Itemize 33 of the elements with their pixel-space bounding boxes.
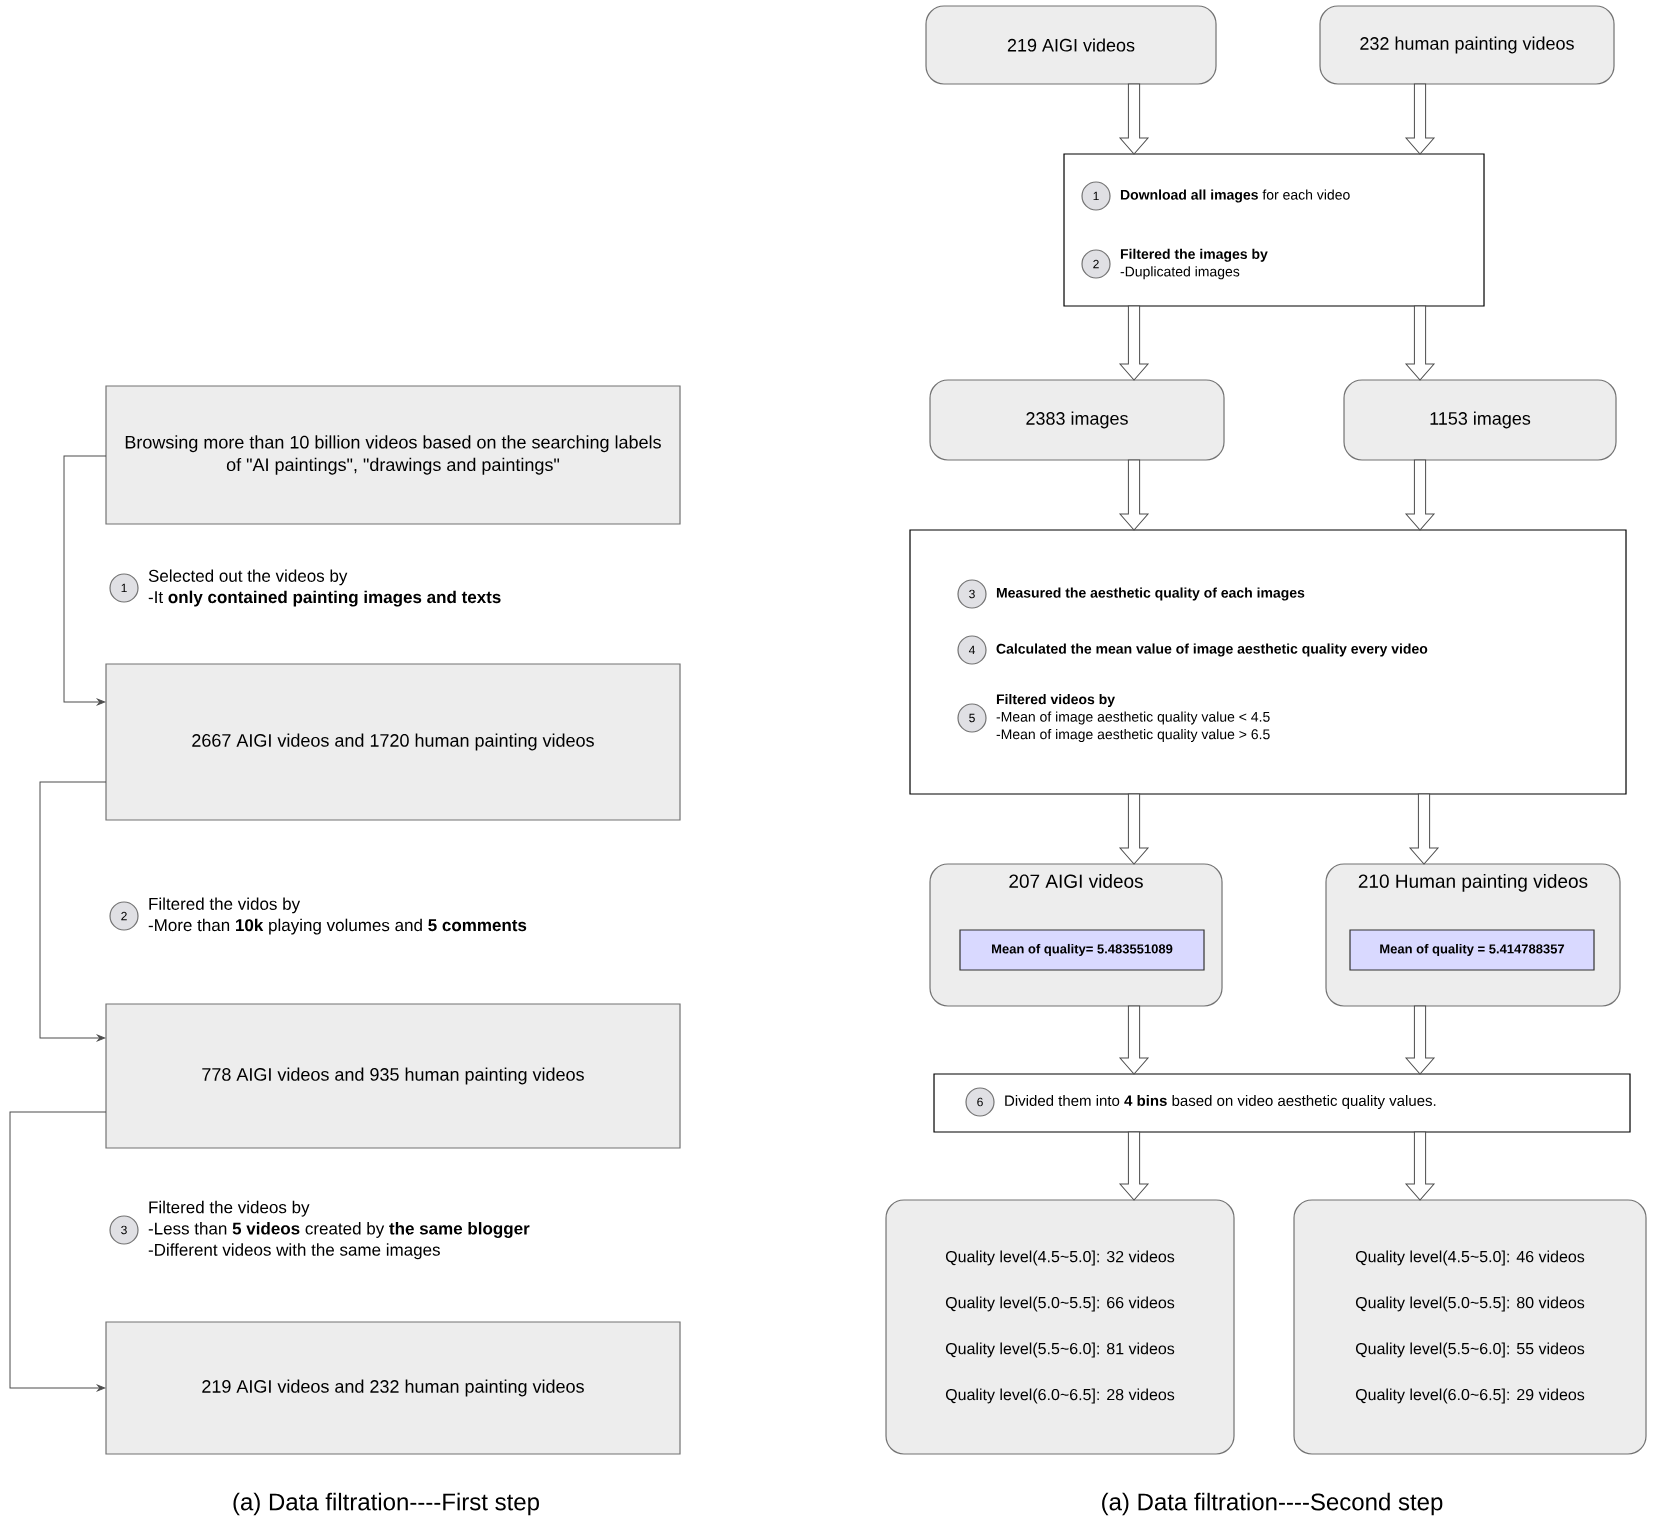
block-arrow	[1405, 83, 1435, 155]
block-arrow	[1119, 459, 1149, 531]
block-arrow	[1119, 1131, 1149, 1201]
step-panel	[933, 1073, 1631, 1133]
process-box: Quality level(4.5~5.0]: 46 videos Quality level(5.0~5.5]: 80 videos Quality level(5.5~6.0]: 55 videos Quality level(6.0~6.5]: 29 videos	[1293, 1199, 1647, 1455]
block-arrow	[1405, 305, 1435, 381]
process-box: 2667 AIGI videos and 1720 human painting videos	[105, 663, 681, 821]
step-panel	[909, 529, 1627, 795]
arrow	[9, 1111, 107, 1392]
block-arrow	[1405, 1005, 1435, 1075]
step-text: Selected out the videos by -It only contained painting images and texts	[148, 569, 501, 607]
block-arrow	[1119, 793, 1149, 865]
process-box: 778 AIGI videos and 935 human painting videos	[105, 1003, 681, 1149]
arrow	[39, 781, 107, 1042]
process-box: 219 AIGI videos	[925, 5, 1217, 85]
process-box: Browsing more than 10 billion videos based on the searching labels of "AI paintings", "drawings and paintings"	[105, 385, 681, 525]
process-box: Quality level(4.5~5.0]: 32 videos Quality level(5.0~5.5]: 66 videos Quality level(5.5~6.0]: 81 videos Quality level(6.0~6.5]: 28 videos	[885, 1199, 1235, 1455]
block-arrow	[1119, 83, 1149, 155]
arrow	[63, 455, 107, 706]
step-text: Filtered the vidos by -More than 10k playing volumes and 5 comments	[148, 897, 527, 935]
process-box: 219 AIGI videos and 232 human painting videos	[105, 1321, 681, 1455]
block-arrow	[1119, 305, 1149, 381]
block-arrow	[1119, 1005, 1149, 1075]
step-panel	[1063, 153, 1485, 307]
figure-caption: (a) Data filtration----Second step	[1102, 1492, 1443, 1516]
block-arrow	[1405, 459, 1435, 531]
process-box: 1153 images	[1343, 379, 1617, 461]
step-text: Filtered the videos by -Less than 5 videos created by the same blogger -Different videos with the same images	[148, 1200, 530, 1260]
process-box: 232 human painting videos	[1319, 5, 1615, 85]
figure-caption: (a) Data filtration----First step	[233, 1492, 539, 1516]
block-arrow	[1409, 793, 1439, 865]
block-arrow	[1405, 1131, 1435, 1201]
process-box: 2383 images	[929, 379, 1225, 461]
